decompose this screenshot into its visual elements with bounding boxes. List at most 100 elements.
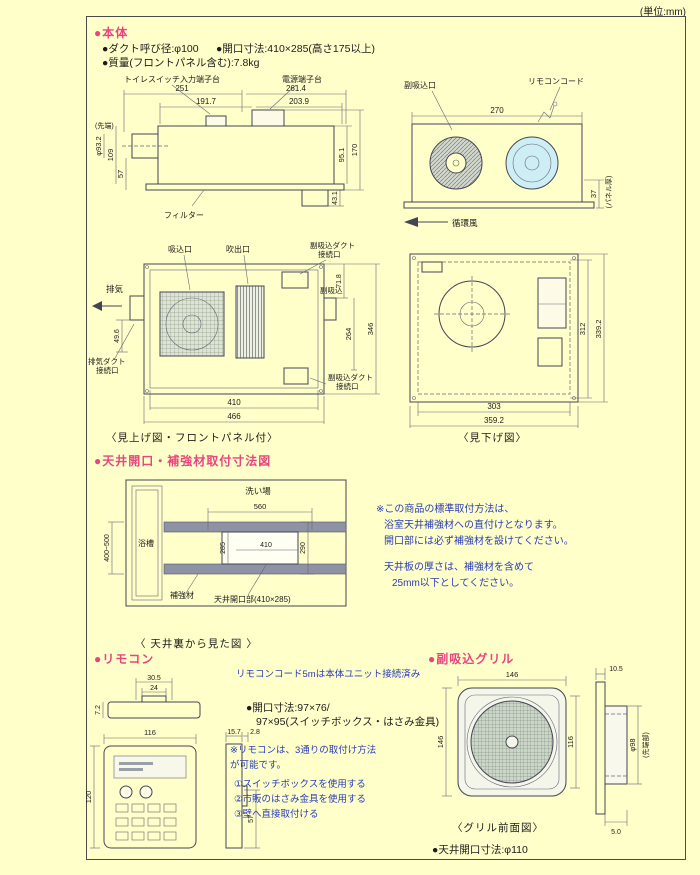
dim-261-4: 261.4 — [286, 84, 307, 93]
caption-ceiling-view: 〈 天井裏から見た図 〉 — [135, 638, 258, 650]
grille-side-dims — [595, 668, 642, 826]
top-view-unit — [409, 253, 579, 403]
dim-312: 312 — [578, 323, 587, 336]
dim-71-8: 71.8 — [336, 274, 343, 288]
remote-spec-line2: 97×95(スイッチボックス・はさみ金具) — [256, 716, 440, 728]
top-view-dims — [409, 253, 608, 428]
dim-5-0: 5.0 — [611, 829, 621, 836]
grille-ceiling-opening-spec: ●天井開口寸法:φ110 — [432, 844, 528, 856]
dim-49-6: 49.6 — [114, 329, 121, 343]
dim-290: 290 — [300, 542, 307, 554]
remote-spec-line1: ●開口寸法:97×76/ — [246, 702, 330, 714]
section-title-ceiling: ●天井開口・補強材取付寸法図 — [94, 454, 272, 468]
remote-top-body — [107, 695, 201, 719]
label-washplace: 洗い場 — [245, 486, 271, 496]
circulation-view-unit — [403, 86, 595, 209]
grille-front-body — [457, 687, 567, 797]
label-sub-intake: 副吸込 — [320, 286, 343, 295]
grille-front-dims — [442, 676, 580, 797]
remote-front-view: 116 120 — [84, 728, 197, 849]
circulation-air-arrow — [404, 217, 448, 227]
grille-front-view: 146 146 116 — [436, 670, 580, 797]
remote-side-view: 15.7 2.8 57 — [225, 729, 260, 849]
remote-top-view: 30.5 24 7.2 — [95, 675, 201, 719]
ceiling-note-line4: 天井板の厚さは、補強材を含めて — [384, 562, 534, 573]
remote-note-line2: が可能です。 — [230, 760, 287, 771]
dim-203-9: 203.9 — [289, 97, 310, 106]
label-sub-duct-bottom-2: 接続口 — [336, 381, 359, 391]
dim-109: 109 — [106, 149, 115, 162]
dim-10-5: 10.5 — [609, 666, 623, 673]
grille-side-view: 10.5 φ98 (先端部) 5.0 — [595, 666, 650, 836]
dim-43-1: 43.1 — [332, 191, 339, 205]
remote-front-dims — [90, 734, 197, 849]
unit-note: (単位:mm) — [639, 7, 686, 18]
label-inlet: 吸込口 — [168, 245, 192, 254]
label-toilet-switch-terminal: トイレスイッチ入力端子台 — [124, 74, 220, 84]
exhaust-arrow — [92, 301, 122, 311]
content-frame — [86, 16, 686, 860]
label-ceiling-opening: 天井開口部(410×285) — [214, 594, 291, 604]
dim-phi-98: φ98 — [628, 738, 637, 751]
circulation-view-drawing: 副吸込口 リモコンコード 循環風 270 37 (パネル厚) — [403, 77, 613, 228]
note-duct-tip: (先端) — [95, 121, 114, 130]
dim-251: 251 — [175, 84, 189, 93]
note-panel-thickness: (パネル厚) — [605, 176, 613, 209]
dim-57: 57 — [116, 170, 125, 178]
note-grille-tip: (先端部) — [641, 732, 650, 758]
remote-side-body — [225, 743, 248, 849]
caption-bottom-view: 〈見上げ図・フロントパネル付〉 — [106, 432, 279, 444]
label-sub-duct-top-1: 副吸込ダクト — [310, 240, 355, 250]
label-sub-inlet-port: 副吸込口 — [404, 81, 436, 90]
dim-339-2: 339.2 — [594, 320, 603, 339]
dim-270: 270 — [490, 106, 504, 115]
section-title-body: ●本体 — [94, 26, 129, 40]
label-exhaust-duct-2: 接続口 — [96, 365, 119, 375]
dim-57-side: 57 — [248, 815, 255, 823]
ceiling-note-line3: 開口部には必ず補強材を設けてください。 — [384, 536, 574, 547]
ceiling-note-line2: 浴室天井補強材への直付けとなります。 — [384, 520, 563, 531]
side-view-drawing: トイレスイッチ入力端子台 電源端子台 フィルター (先端) 251 261.4 … — [94, 74, 364, 220]
spec-opening-size: ●開口寸法:410×285(高さ175以上) — [216, 43, 375, 55]
dim-170: 170 — [350, 144, 359, 157]
dim-24: 24 — [150, 685, 158, 692]
label-remote-cord: リモコンコード — [528, 77, 584, 86]
dim-466: 466 — [227, 412, 241, 421]
ceiling-note-line1: ※この商品の標準取付方法は、 — [376, 504, 515, 515]
dim-7-2: 7.2 — [95, 705, 102, 715]
dim-95-1: 95.1 — [337, 148, 346, 163]
dim-359-2: 359.2 — [484, 416, 505, 425]
circulation-view-dims — [411, 112, 604, 209]
label-power-terminal: 電源端子台 — [282, 74, 322, 84]
dim-duct-diameter: φ93.2 — [94, 136, 103, 155]
section-title-grille: ●副吸込グリル — [428, 652, 515, 666]
dim-264: 264 — [344, 328, 353, 341]
dim-2-8: 2.8 — [250, 729, 260, 736]
caption-grille-front: 〈グリル前面図〉 — [452, 822, 544, 834]
side-view-unit — [122, 84, 345, 207]
ceiling-opening-drawing: 洗い場 浴槽 補強材 天井開口部(410×285) 560 285 410 29… — [104, 479, 347, 607]
dim-116: 116 — [144, 728, 156, 737]
remote-top-dims — [102, 678, 173, 718]
label-sub-duct-top-2: 接続口 — [318, 249, 341, 259]
ceiling-note-line5: 25mm以下としてください。 — [392, 578, 520, 589]
dim-146-width: 146 — [506, 670, 519, 679]
grille-side-body — [595, 681, 628, 815]
dim-37: 37 — [589, 190, 598, 198]
dim-146-height: 146 — [436, 736, 445, 749]
spec-mass: ●質量(フロントパネル含む):7.8kg — [102, 57, 260, 69]
bottom-view-dims — [116, 263, 380, 424]
dim-285: 285 — [220, 542, 227, 554]
remote-note-line5: ③壁へ直接取付ける — [234, 809, 319, 820]
dim-560: 560 — [254, 502, 267, 511]
bottom-view-drawing: 吸込口 吹出口 副吸込ダクト 接続口 排気 排気ダクト 接続口 副吸込 副吸込ダ… — [88, 240, 380, 424]
dim-303: 303 — [487, 402, 501, 411]
ceiling-dims — [108, 508, 314, 575]
dim-400-500: 400~500 — [104, 534, 111, 562]
dim-410: 410 — [227, 398, 241, 407]
side-view-dim-lines — [103, 90, 364, 207]
label-exhaust: 排気 — [106, 284, 124, 294]
remote-note-line4: ②市販のはさみ金具を使用する — [234, 794, 367, 805]
label-bathtub: 浴槽 — [138, 538, 154, 548]
